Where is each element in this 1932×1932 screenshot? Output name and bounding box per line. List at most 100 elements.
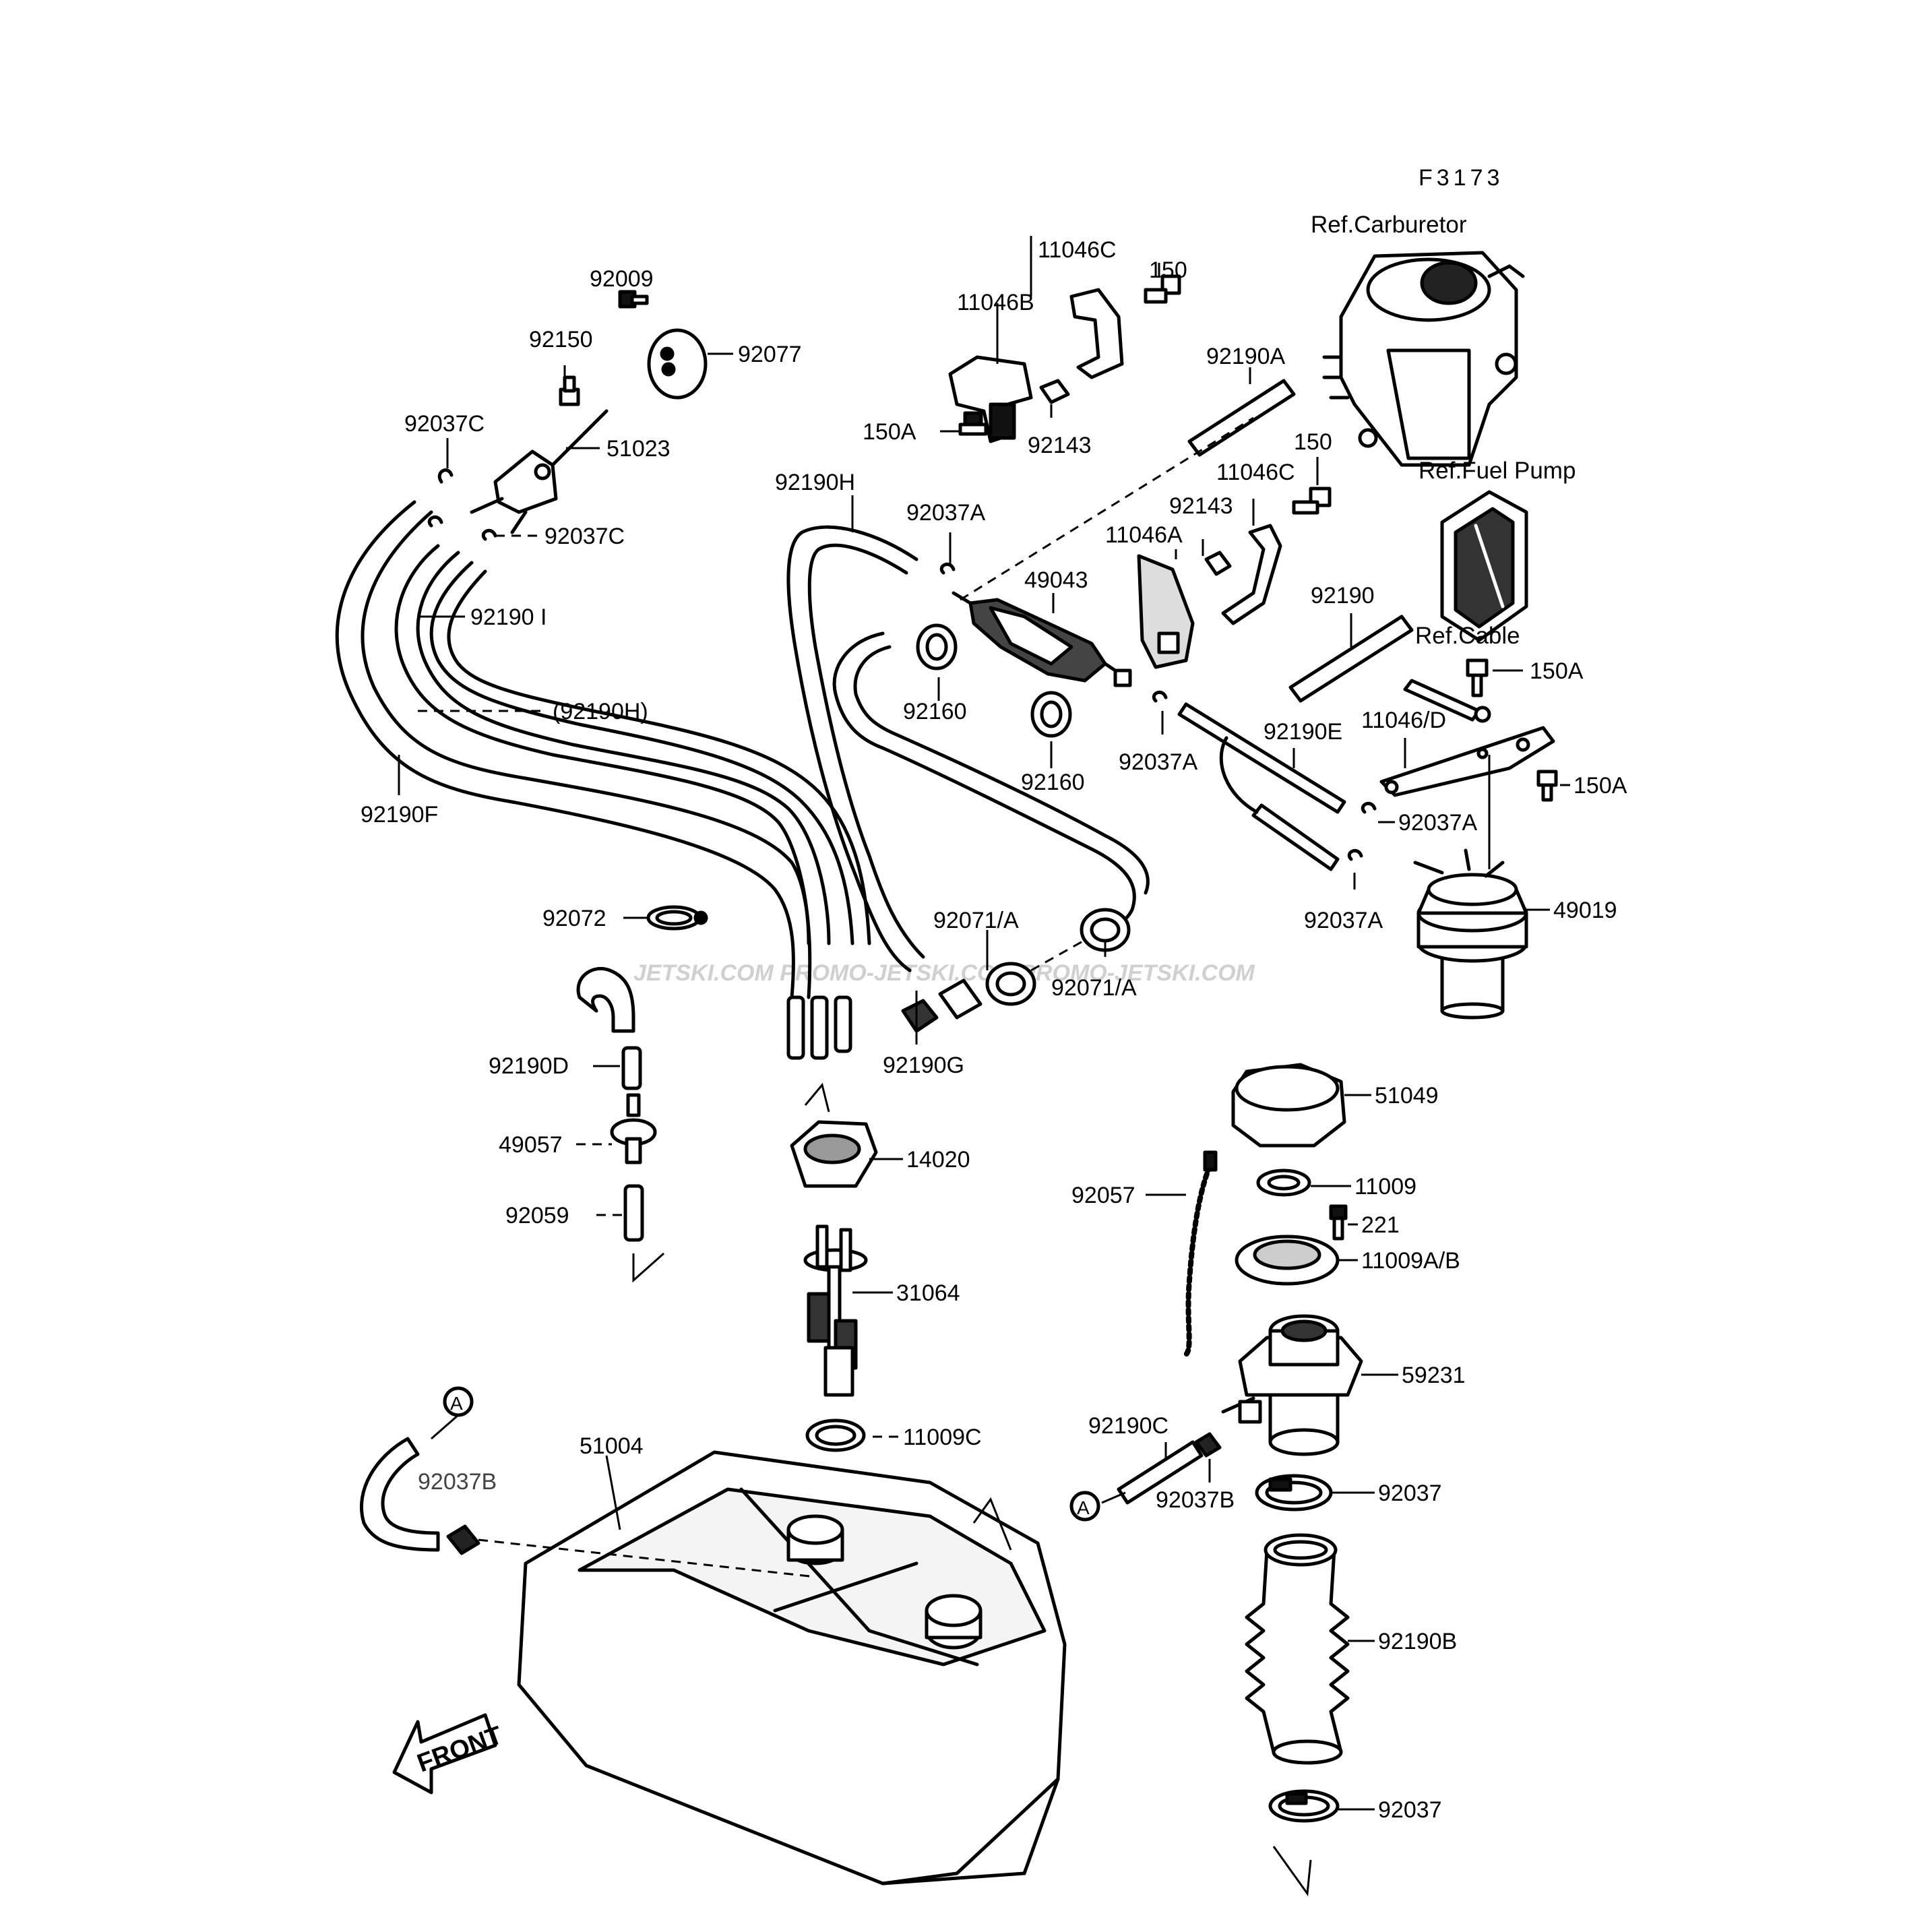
gasket-11009-drawing [1256, 1168, 1311, 1197]
label-92190e: 92190E [1264, 719, 1342, 745]
label-150-top: 150 [1149, 257, 1187, 283]
hose-92190d-drawing [576, 966, 642, 1090]
label-11009c: 11009C [903, 1425, 982, 1450]
check-valve-49057-drawing [610, 1093, 657, 1164]
label-92143-top: 92143 [1028, 433, 1092, 458]
part-labels: 92009 92150 92077 92037C 51023 92037C 92… [361, 237, 1627, 1823]
clip-92037c-drawing [427, 468, 497, 541]
label-92190d: 92190D [489, 1053, 569, 1079]
label-92072: 92072 [542, 906, 606, 931]
filler-neck-59231-drawing [1221, 1314, 1363, 1456]
chain-92057-drawing [1183, 1150, 1218, 1357]
gasket-11009c-drawing [805, 1419, 866, 1452]
label-49057: 49057 [499, 1132, 563, 1158]
label-59231: 59231 [1402, 1363, 1466, 1388]
ref-carburetor-label: Ref.Carburetor [1311, 212, 1467, 238]
figure-code: F3173 [1419, 165, 1503, 191]
fuel-pump-drawing [1440, 490, 1528, 642]
label-11046b: 11046B [957, 290, 1034, 315]
leader-lines [398, 236, 1570, 1811]
label-92190h-paren: (92190H) [553, 699, 648, 724]
label-11046c-mid: 11046C [1216, 460, 1295, 485]
connector-a-top-label: A [450, 1393, 463, 1414]
label-221: 221 [1361, 1212, 1400, 1238]
front-arrow-icon [392, 1713, 497, 1795]
label-51004: 51004 [580, 1433, 644, 1459]
nut-14020-drawing [790, 1082, 878, 1188]
label-92037a-2: 92037A [1119, 749, 1198, 775]
ref-cable-label: Ref.Cable [1415, 623, 1520, 649]
vent-hose-left-drawing [359, 1437, 816, 1578]
bracket-11046c-mid-drawing [1221, 524, 1282, 625]
label-51049: 51049 [1375, 1083, 1439, 1109]
connector-a-bottom-label: A [1077, 1497, 1090, 1518]
label-11046d: 11046/D [1361, 708, 1446, 733]
hose-92190-drawing [1288, 615, 1414, 703]
label-92160-2: 92160 [1021, 770, 1085, 795]
cable-end-drawing [1403, 679, 1491, 723]
collar-92143-mid-drawing [1204, 551, 1232, 576]
label-31064: 31064 [896, 1280, 960, 1306]
label-92190i: 92190 I [470, 604, 547, 630]
label-11046a: 11046A [1105, 522, 1183, 548]
label-92190c: 92190C [1088, 1413, 1168, 1439]
fuel-filter-49019-drawing [1413, 755, 1528, 1020]
joint-92071a-drawing [985, 908, 1131, 1006]
label-150a-right: 150A [1573, 773, 1627, 799]
label-11009ab: 11009A/B [1361, 1248, 1460, 1274]
watermark-text: JETSKI.COM PROMO-JETSKI.COM PROMO-JETSKI… [633, 960, 1255, 986]
label-92037a-1: 92037A [906, 500, 986, 526]
label-49019: 49019 [1553, 898, 1617, 923]
screw-92150-drawing [559, 375, 580, 406]
label-92037a-3: 92037A [1398, 810, 1478, 836]
bolt-150a-top-drawing [958, 411, 988, 436]
hoses-92190i-92190h-92190f-drawing [335, 500, 871, 999]
hose-92190e-drawing [1177, 702, 1346, 871]
screw-92009-drawing [618, 290, 649, 309]
label-150a-mid: 150A [1530, 658, 1584, 684]
bolt-150-top-drawing [1144, 274, 1181, 304]
fuel-tap-51023-drawing [470, 409, 609, 534]
label-92190a: 92190A [1206, 344, 1286, 369]
flange-11009ab-drawing [1235, 1235, 1340, 1286]
screw-221-drawing [1329, 1204, 1348, 1241]
clamp-92037-2-drawing [1268, 1789, 1340, 1897]
bellows-92190b-drawing [1245, 1533, 1350, 1765]
bracket-11046c-top-drawing [1069, 288, 1124, 379]
label-92059: 92059 [505, 1203, 569, 1228]
label-92160-1: 92160 [903, 699, 967, 724]
collar-92143-top-drawing [1039, 379, 1070, 404]
filler-cap-51049-drawing [1231, 1063, 1346, 1148]
ref-fuel-pump-label: Ref.Fuel Pump [1419, 458, 1576, 484]
primer-bulb-49043-drawing [952, 591, 1132, 687]
hose-92190c-drawing [1117, 1432, 1222, 1505]
band-92072-drawing [646, 905, 708, 931]
hose-92190g-drawing [901, 978, 983, 1033]
label-92037b-left: 92037B [418, 1469, 497, 1495]
hose-ends-lower-drawing [786, 995, 852, 1060]
bracket-11046b-drawing [948, 355, 1033, 443]
carburetor-drawing [1322, 251, 1525, 467]
label-150a-top: 150A [863, 419, 916, 445]
label-92190b: 92190B [1378, 1629, 1457, 1654]
hose-92190h-drawing [786, 525, 1150, 972]
label-92190g: 92190G [883, 1053, 964, 1078]
label-14020: 14020 [906, 1147, 970, 1173]
fuel-tank-51004-drawing [517, 1450, 1067, 1886]
bolt-150a-mid-drawing [1466, 658, 1489, 697]
clips-92037a-drawing [939, 562, 1377, 861]
bolt-150-mid-drawing [1292, 487, 1332, 515]
label-92037-2: 92037 [1378, 1797, 1442, 1823]
label-92037b-right: 92037B [1156, 1487, 1235, 1513]
label-11009: 11009 [1354, 1174, 1416, 1199]
label-92009: 92009 [590, 266, 654, 292]
pickup-31064-drawing [803, 1224, 868, 1397]
label-92077: 92077 [738, 342, 802, 367]
label-49043: 49043 [1024, 567, 1088, 593]
pipe-92059-drawing [623, 1184, 664, 1283]
label-92190f: 92190F [361, 802, 438, 828]
label-11046c-top: 11046C [1038, 237, 1117, 263]
label-92150: 92150 [529, 327, 593, 352]
label-92057: 92057 [1071, 1183, 1135, 1208]
